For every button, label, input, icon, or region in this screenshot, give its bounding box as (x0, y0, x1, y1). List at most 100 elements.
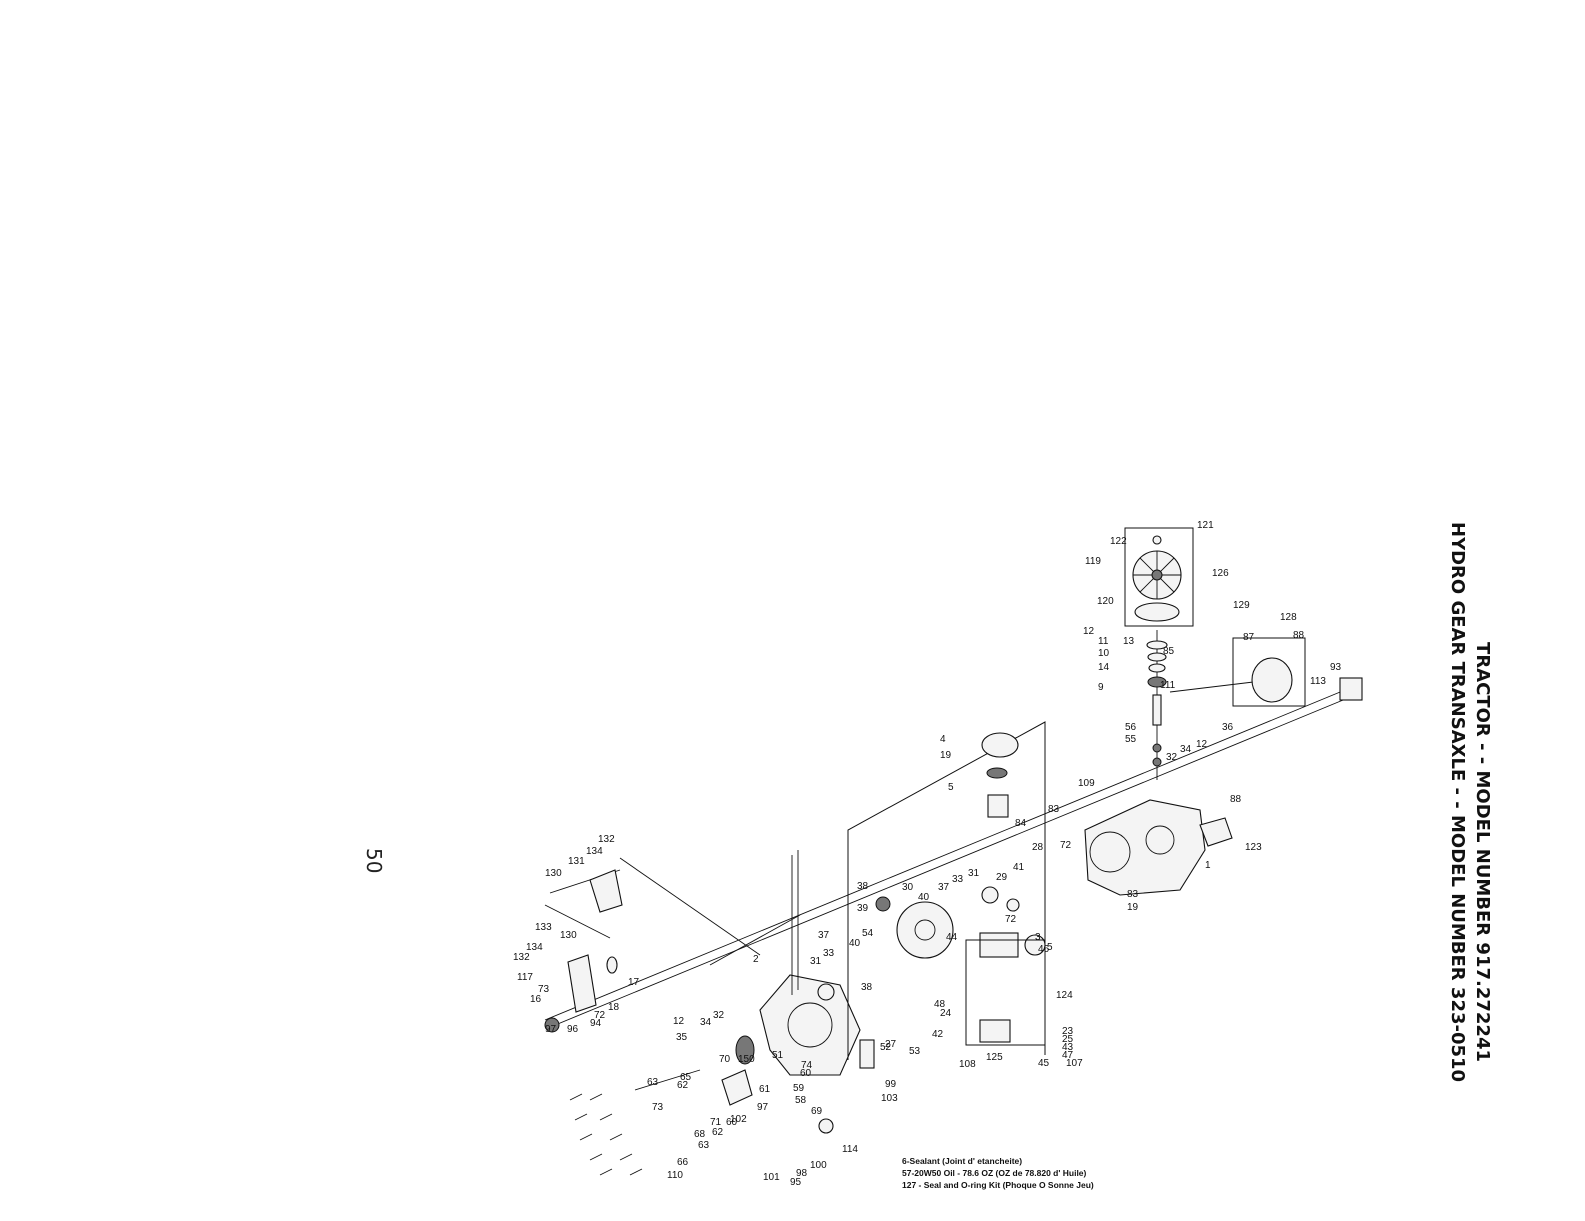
cover-frame (1232, 637, 1306, 707)
part-callout: 95 (790, 1177, 802, 1188)
bracket-18 (567, 954, 597, 1013)
arm-131 (589, 869, 623, 913)
part-callout: 109 (1078, 778, 1095, 789)
bracket-123 (1199, 817, 1233, 847)
part-callout: 62 (712, 1127, 724, 1138)
gear-31a (817, 983, 835, 1001)
part-callout: 84 (1015, 818, 1027, 829)
part-callout: 39 (857, 903, 869, 914)
part-callout: 44 (946, 932, 958, 943)
leader-frame (709, 914, 801, 966)
part-callout: 47 (1062, 1050, 1074, 1061)
part-callout: 131 (568, 856, 585, 867)
brake-disc (735, 1035, 755, 1065)
part-callout: 61 (759, 1084, 771, 1095)
part-callout: 17 (628, 977, 640, 988)
part-callout: 2 (753, 954, 759, 965)
block-5 (987, 794, 1009, 818)
part-callout: 30 (902, 882, 914, 893)
axle-shaft-edge (547, 697, 1349, 1029)
part-callout: 48 (934, 999, 946, 1010)
part-callout: 110 (667, 1170, 683, 1181)
part-callout: 43 (1062, 1042, 1074, 1053)
motor-4 (981, 732, 1019, 758)
shaft-9 (1152, 694, 1162, 726)
part-callout: 12 (1196, 739, 1208, 750)
brake-rod (634, 1069, 701, 1091)
pin-56 (1152, 743, 1162, 753)
washer-12 (1146, 640, 1168, 650)
part-callout: 5 (1047, 942, 1053, 953)
part-callout: 72 (1060, 840, 1072, 851)
part-callout: 71 (710, 1117, 722, 1128)
part-callout: 36 (1222, 722, 1234, 733)
part-callout: 45 (1038, 1058, 1050, 1069)
part-callout: 74 (801, 1060, 813, 1071)
part-callout: 102 (730, 1114, 747, 1125)
part-callout: 60 (726, 1117, 738, 1128)
part-callout: 83 (1048, 804, 1060, 815)
fan-pulley-frame (1124, 527, 1194, 627)
part-callout: 13 (1123, 636, 1135, 647)
part-callout: 18 (608, 1002, 620, 1013)
part-callout: 119 (1085, 556, 1101, 567)
part-callout: 31 (810, 956, 822, 967)
part-callout: 103 (881, 1093, 898, 1104)
part-callout: 114 (842, 1144, 858, 1155)
nut-top (1152, 535, 1162, 545)
part-callout: 55 (1125, 734, 1137, 745)
part-callout: 62 (677, 1080, 689, 1091)
part-callout: 134 (586, 846, 603, 857)
part-callout: 40 (918, 892, 930, 903)
part-callout: 38 (861, 982, 873, 993)
part-callout: 122 (1110, 536, 1127, 547)
part-callout: 93 (1330, 662, 1342, 673)
part-callout: 63 (698, 1140, 710, 1151)
part-callout: 65 (680, 1072, 692, 1083)
page-header: TRACTOR - - MODEL NUMBER 917.272241 HYDR… (1445, 522, 1495, 1082)
part-callout: 63 (647, 1077, 659, 1088)
pin-55 (1152, 757, 1162, 767)
part-callout: 73 (538, 984, 550, 995)
part-callout: 123 (1245, 842, 1262, 853)
part-callout: 72 (594, 1010, 606, 1021)
part-callout: 14 (1098, 662, 1110, 673)
gear-29 (1006, 898, 1020, 912)
part-callout: 83 (1127, 889, 1139, 900)
part-callout: 97 (545, 1024, 557, 1035)
washer-96 (544, 1017, 560, 1033)
caliper (721, 1069, 753, 1106)
part-callout: 34 (1180, 744, 1192, 755)
part-callout: 46 (1038, 944, 1050, 955)
part-callout: 51 (772, 1050, 784, 1061)
part-callout: 126 (1212, 568, 1229, 579)
part-callout: 85 (1163, 646, 1175, 657)
cover-113 (1251, 657, 1293, 703)
part-callout: 120 (1097, 596, 1114, 607)
part-callout: 124 (1056, 990, 1073, 1001)
part-callout: 117 (517, 972, 533, 983)
part-callout: 107 (1066, 1058, 1083, 1069)
axle-shaft (544, 689, 1346, 1021)
part-callout: 132 (598, 834, 615, 845)
part-callout: 66 (677, 1157, 689, 1168)
gear-38 (875, 896, 891, 912)
legend-item: 6-Sealant (Joint d' etancheite) (902, 1156, 1023, 1166)
part-callout: 56 (1125, 722, 1137, 733)
part-callout: 5 (948, 782, 954, 793)
part-callout: 88 (1230, 794, 1242, 805)
ring-11 (1147, 652, 1167, 662)
part-callout: 129 (1233, 600, 1250, 611)
bushing-17 (606, 956, 618, 974)
part-callout: 19 (1127, 902, 1139, 913)
part-callout: 113 (1310, 676, 1326, 687)
part-callout: 42 (932, 1029, 944, 1040)
leader-132-long (619, 857, 761, 956)
part-callout: 16 (530, 994, 542, 1005)
seal-19 (986, 767, 1008, 779)
part-callout: 1 (1205, 860, 1211, 871)
part-callout: 33 (952, 874, 964, 885)
part-callout: 12 (673, 1016, 685, 1027)
shift-rod-133 (544, 904, 611, 939)
